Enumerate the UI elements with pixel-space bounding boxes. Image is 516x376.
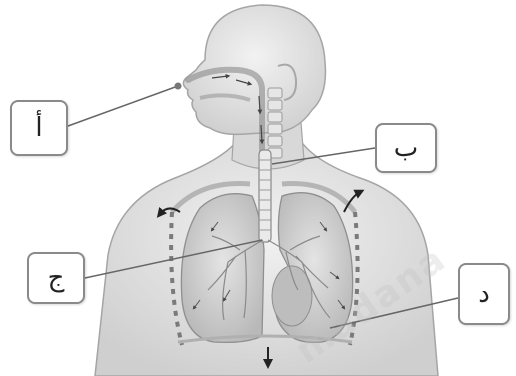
- leader-dot-a: [175, 83, 182, 90]
- label-d-text: د: [478, 279, 490, 309]
- label-a-text: أ: [35, 113, 42, 143]
- label-box-d: د: [458, 263, 510, 325]
- label-box-b: ب: [375, 123, 437, 173]
- label-box-c: ج: [27, 252, 85, 304]
- label-c-text: ج: [48, 263, 65, 293]
- head: [183, 5, 325, 134]
- leader-line-a: [68, 86, 178, 126]
- label-box-a: أ: [10, 100, 68, 156]
- trachea: [259, 150, 271, 242]
- label-b-text: ب: [394, 133, 418, 163]
